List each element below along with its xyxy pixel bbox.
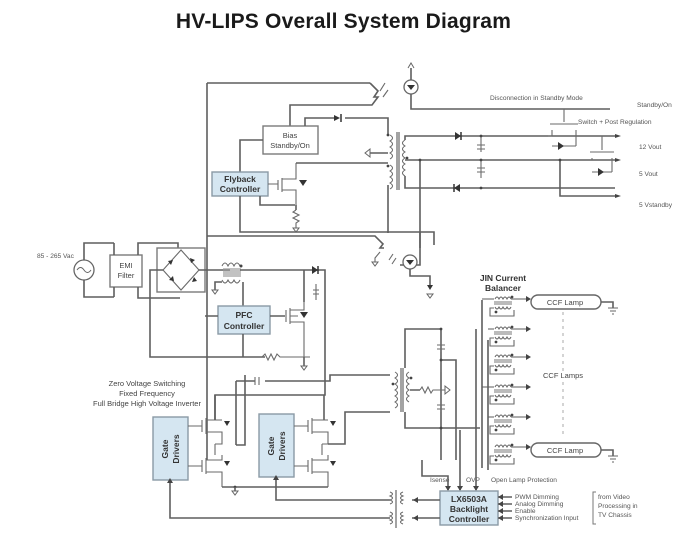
gate-drivers-1-block: Gate Drivers: [152, 416, 189, 481]
standby-optocoupler-top: [403, 79, 419, 95]
pfc-controller-line2: Controller: [224, 321, 265, 331]
open-lamp-protection-label: Open Lamp Protection: [491, 477, 557, 484]
balancer-stage: [482, 295, 531, 317]
inverter-desc-line3: Full Bridge High Voltage Inverter: [93, 399, 201, 408]
backlight-controller-line2: Backlight: [450, 504, 488, 514]
output-5v-label: 5 Vout: [639, 171, 658, 178]
input-pwm-dimming: PWM Dimming: [515, 494, 559, 501]
ccf-lamp-top: CCF Lamp: [530, 294, 602, 310]
standby-optocoupler-bottom: [402, 254, 418, 270]
ccf-lamps-label: CCF Lamps: [543, 371, 583, 380]
balancer-stage: [488, 413, 531, 435]
bias-block: Bias Standby/On: [262, 125, 319, 155]
standby-on-label: Standby/On: [637, 102, 672, 109]
ccf-lamp-bottom: CCF Lamp: [530, 442, 602, 458]
balancer-stage: [488, 325, 531, 347]
bias-line1: Bias: [283, 131, 298, 140]
inverter-desc-line1: Zero Voltage Switching: [109, 379, 186, 388]
backlight-controller-line1: LX6503A: [451, 494, 487, 504]
input-enable: Enable: [515, 508, 536, 515]
current-balancer-stages: [482, 295, 531, 465]
ovp-label: OVP: [466, 477, 481, 484]
balancer-stage: [482, 383, 531, 405]
pfc-mosfet: [285, 302, 308, 357]
video-source-line1: from Video: [598, 494, 630, 501]
output-5vstandby-label: 5 Vstandby: [639, 202, 673, 209]
inverter-desc-line2: Fixed Frequency: [119, 389, 175, 398]
ac-source: [73, 242, 114, 298]
emi-filter-line2: Filter: [118, 271, 135, 280]
gate-drive-transformers: [388, 490, 405, 528]
inverter-transformer: [391, 368, 413, 412]
pfc-controller-line1: PFC: [236, 310, 253, 320]
ccf-lamp-top-label: CCF Lamp: [547, 298, 583, 307]
pfc-controller-block: PFC Controller: [217, 305, 271, 335]
inverter-mosfets-left: [188, 418, 230, 487]
output-12v-label: 12 Vout: [639, 144, 662, 151]
disconnection-label: Disconnection in Standby Mode: [490, 95, 583, 102]
switch-mosfet-1: [548, 109, 578, 150]
bias-line2: Standby/On: [270, 141, 310, 150]
svg-text:CCF Lamps: CCF Lamps: [543, 371, 583, 380]
ac-input-label: 85 - 265 Vac: [37, 253, 75, 260]
gate-drivers-2-block: Gate Drivers: [258, 413, 295, 478]
emi-filter-block: EMI Filter: [109, 254, 143, 288]
flyback-mosfet: [268, 163, 307, 205]
input-synchronization: Synchronization Input: [515, 515, 579, 522]
balancer-stage: [489, 443, 531, 465]
flyback-transformer: [386, 132, 409, 190]
gate-drivers-2-line2: Drivers: [277, 431, 287, 461]
gate-drivers-1-line2: Drivers: [171, 434, 181, 464]
gate-drivers-2-line1: Gate: [266, 436, 276, 455]
emi-filter-line1: EMI: [119, 261, 132, 270]
diagram-title: HV-LIPS Overall System Diagram: [175, 10, 512, 33]
ccf-lamp-bottom-label: CCF Lamp: [547, 446, 583, 455]
bridge-rectifier: [156, 247, 206, 293]
backlight-controller-line3: Controller: [449, 514, 490, 524]
pfc-inductor: [221, 262, 243, 284]
gate-drivers-1-line1: Gate: [160, 439, 170, 458]
flyback-controller-line2: Controller: [220, 184, 261, 194]
inverter-mosfets-right: [294, 418, 336, 487]
backlight-controller-block: LX6503A Backlight Controller: [439, 490, 499, 526]
video-source-line3: TV Chassis: [598, 512, 632, 519]
switch-mosfet-2: [590, 136, 614, 176]
isense-label: Isense: [430, 477, 450, 484]
jin-balancer-line2: Balancer: [485, 283, 522, 293]
flyback-controller-block: Flyback Controller: [211, 171, 269, 197]
switch-post-regulation-label: Switch + Post Regulation: [578, 119, 652, 126]
balancer-stage: [489, 353, 531, 375]
jin-balancer-line1: JIN Current: [480, 273, 526, 283]
input-analog-dimming: Analog Dimming: [515, 501, 564, 508]
flyback-controller-line1: Flyback: [224, 174, 256, 184]
video-source-line2: Processing in: [598, 503, 638, 510]
control-inputs: [498, 494, 512, 521]
